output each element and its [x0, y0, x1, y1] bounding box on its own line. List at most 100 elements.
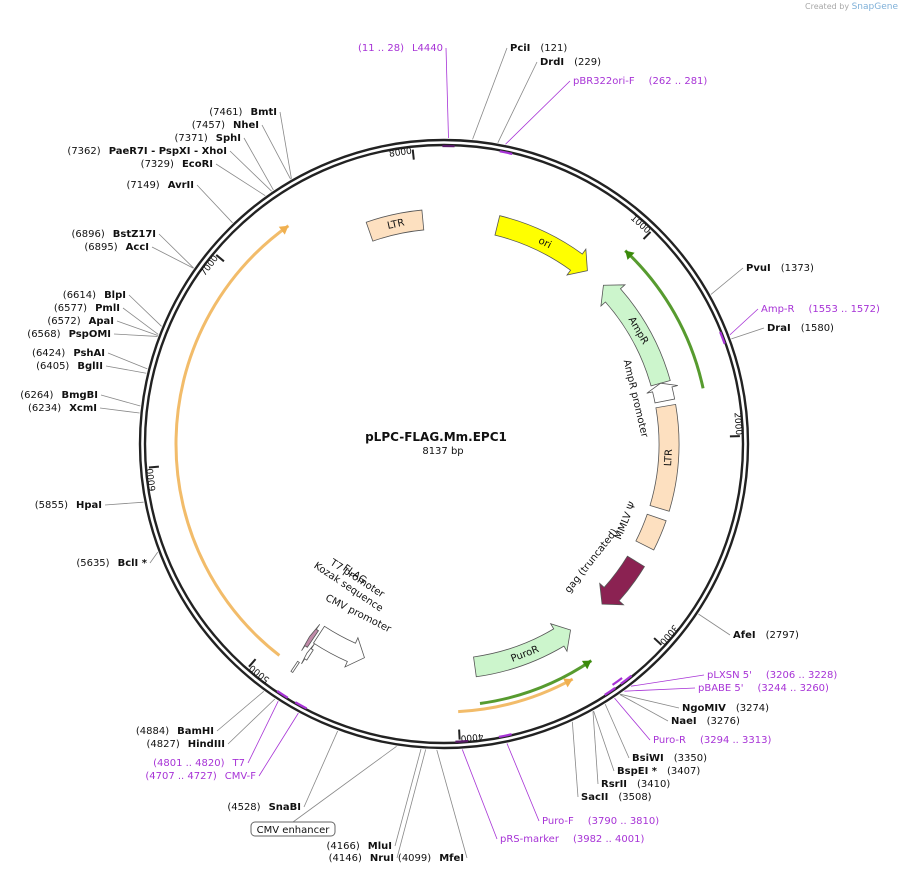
feature-t7-promoter	[301, 643, 315, 665]
site-label-mfei: (4099)MfeI	[398, 853, 464, 864]
tick-label: 6000	[146, 467, 159, 491]
feature-kozak-sequence	[290, 660, 300, 674]
site-label-apai: (6572)ApaI	[47, 316, 114, 327]
site-label-blpi: (6614)BlpI	[63, 290, 126, 301]
feature-arc	[479, 659, 593, 706]
site-leader	[216, 691, 265, 732]
site-leader	[227, 698, 276, 745]
site-leader	[104, 501, 144, 506]
site-leader	[116, 320, 159, 336]
site-leader	[261, 124, 291, 180]
site-leader	[731, 327, 765, 340]
site-leader	[158, 233, 194, 269]
site-leader	[497, 61, 538, 143]
feature-mmlv	[635, 513, 667, 551]
feature-ltr	[649, 403, 680, 512]
site-label-plxsn-5: pLXSN 5'(3206 .. 3228)	[707, 670, 837, 681]
tick-7000	[215, 254, 225, 263]
site-leader	[151, 246, 194, 269]
snapgene-credit: Created by SnapGene	[805, 2, 898, 12]
feature-ltr	[365, 209, 425, 242]
site-leader	[445, 47, 449, 139]
site-label-hindiii: (4827)HindIII	[146, 739, 225, 750]
feature-arc	[174, 224, 290, 657]
site-label-pvui: PvuI(1373)	[746, 263, 814, 274]
arc-arrowhead	[625, 250, 635, 260]
feature-ampr	[600, 284, 671, 387]
site-label-sacii: SacII(3508)	[581, 792, 652, 803]
site-label-bstz17i: (6896)BstZ17I	[71, 229, 156, 240]
site-label-puro-r: Puro-R(3294 .. 3313)	[653, 735, 771, 746]
site-leader	[100, 394, 141, 407]
tick-8000	[411, 149, 415, 160]
site-label-l4440: (11 .. 28)L4440	[358, 43, 443, 54]
site-leader	[105, 365, 147, 374]
site-label-nhei: (7457)NheI	[192, 120, 259, 131]
site-leader	[505, 80, 571, 145]
feature-ori	[494, 215, 588, 276]
plasmid-name: pLPC-FLAG.Mm.EPC1	[365, 430, 507, 444]
tick-4000	[458, 729, 461, 740]
site-label-sphi: (7371)SphI	[175, 133, 241, 144]
site-label-ngomiv: NgoMIV(3274)	[682, 703, 769, 714]
feature-label-ori: ori	[536, 236, 553, 252]
site-leader	[620, 693, 680, 709]
site-leader	[107, 352, 148, 370]
arc-arrowhead	[581, 660, 592, 670]
site-label-rsrii: RsrII(3410)	[601, 779, 670, 790]
site-label-prs-marker: pRS-marker(3982 .. 4001)	[500, 834, 644, 845]
site-leader	[472, 47, 508, 140]
tick-5000	[248, 658, 257, 668]
feature-label-ltr: LTR	[663, 449, 675, 467]
site-leader	[99, 407, 140, 414]
site-leader	[710, 267, 744, 295]
site-label-pcii: PciI(121)	[510, 43, 567, 54]
site-leader	[258, 712, 299, 777]
primer-mark	[499, 150, 513, 155]
primer-marks	[276, 144, 726, 743]
site-leader	[593, 710, 615, 772]
site-label-paer7i-pspxi-xhoi: (7362)PaeR7I - PspXI - XhoI	[67, 146, 227, 157]
site-leader	[279, 111, 292, 179]
site-label-t7: (4801 .. 4820)T7	[153, 758, 245, 769]
arc-arrowhead	[563, 678, 573, 688]
site-leader	[619, 694, 669, 722]
arc-arrowhead	[278, 225, 289, 235]
site-label-hpai: (5855)HpaI	[35, 500, 102, 511]
site-label-pbr322ori-f: pBR322ori-F(262 .. 281)	[573, 76, 707, 87]
site-leader	[614, 697, 651, 741]
primer-mark	[719, 331, 726, 345]
plasmid-length: 8137 bp	[422, 446, 463, 457]
feature-arc	[458, 677, 574, 714]
site-leader	[604, 703, 630, 759]
site-label-avrii: (7149)AvrII	[126, 180, 194, 191]
primer-mark	[498, 733, 512, 738]
primer-mark	[455, 739, 469, 743]
site-label-pbabe-5: pBABE 5'(3244 .. 3260)	[698, 683, 829, 694]
backbone-outer-ring	[138, 138, 750, 750]
backbone-inner-ring	[143, 143, 745, 745]
tick-6000	[148, 465, 159, 469]
site-leader	[113, 333, 158, 337]
credit-text: Created by	[805, 2, 850, 11]
site-label-bcli: (5635)BclI *	[76, 558, 147, 569]
site-label-ecori: (7329)EcoRI	[141, 159, 213, 170]
tick-label: 8000	[389, 147, 413, 160]
site-label-bmti: (7461)BmtI	[209, 107, 277, 118]
site-label-mlui: (4166)MluI	[327, 841, 392, 852]
tick-label: 4000	[460, 731, 484, 743]
tick-1000	[642, 231, 652, 240]
site-leader	[303, 730, 339, 808]
site-label-naei: NaeI(3276)	[671, 716, 740, 727]
site-leader	[698, 613, 731, 636]
site-label-pshai: (6424)PshAI	[32, 348, 105, 359]
feature-label-ampr-promoter: AmpR promoter	[621, 359, 650, 440]
site-leader	[461, 749, 498, 840]
site-leader	[630, 674, 705, 687]
site-label-bglii: (6405)BglII	[36, 361, 103, 372]
primer-mark	[611, 677, 623, 686]
site-label-pspomi: (6568)PspOMI	[27, 329, 111, 340]
site-leader	[571, 721, 579, 798]
